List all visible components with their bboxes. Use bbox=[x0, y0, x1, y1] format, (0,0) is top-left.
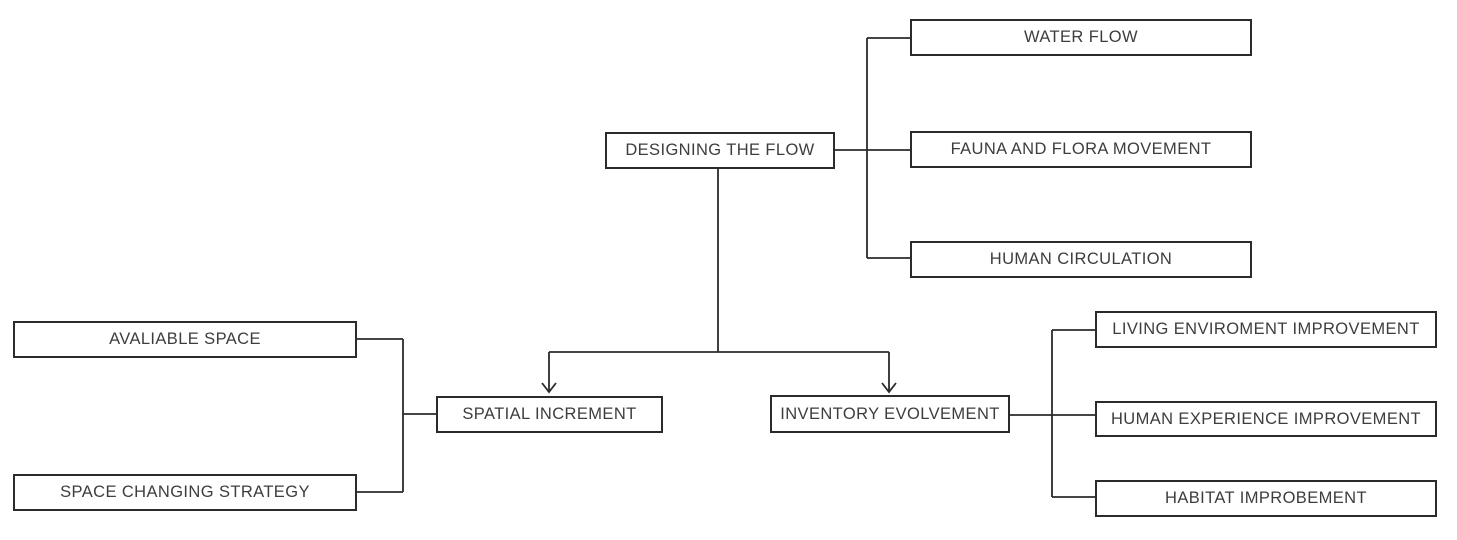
node-fauna-and-flora-movement: FAUNA AND FLORA MOVEMENT bbox=[910, 131, 1252, 168]
arrow-down-icon bbox=[541, 382, 557, 394]
edge-root-bottom-trunk bbox=[548, 169, 890, 391]
node-human-experience-improvement: HUMAN EXPERIENCE IMPROVEMENT bbox=[1095, 401, 1437, 437]
edge-root-right-trunk bbox=[835, 37, 910, 259]
node-inventory-evolvement: INVENTORY EVOLVEMENT bbox=[770, 395, 1010, 433]
arrow-down-icon bbox=[881, 382, 897, 394]
edge-right-outputs bbox=[1010, 329, 1095, 498]
node-living-enviroment-improvement: LIVING ENVIROMENT IMPROVEMENT bbox=[1095, 311, 1437, 348]
node-designing-the-flow: DESIGNING THE FLOW bbox=[605, 132, 835, 169]
node-avaliable-space: AVALIABLE SPACE bbox=[13, 321, 357, 358]
node-habitat-improbement: HABITAT IMPROBEMENT bbox=[1095, 480, 1437, 517]
edge-left-inputs bbox=[357, 338, 436, 493]
node-space-changing-strategy: SPACE CHANGING STRATEGY bbox=[13, 474, 357, 511]
node-human-circulation: HUMAN CIRCULATION bbox=[910, 241, 1252, 278]
node-water-flow: WATER FLOW bbox=[910, 19, 1252, 56]
node-spatial-increment: SPATIAL INCREMENT bbox=[436, 396, 663, 433]
